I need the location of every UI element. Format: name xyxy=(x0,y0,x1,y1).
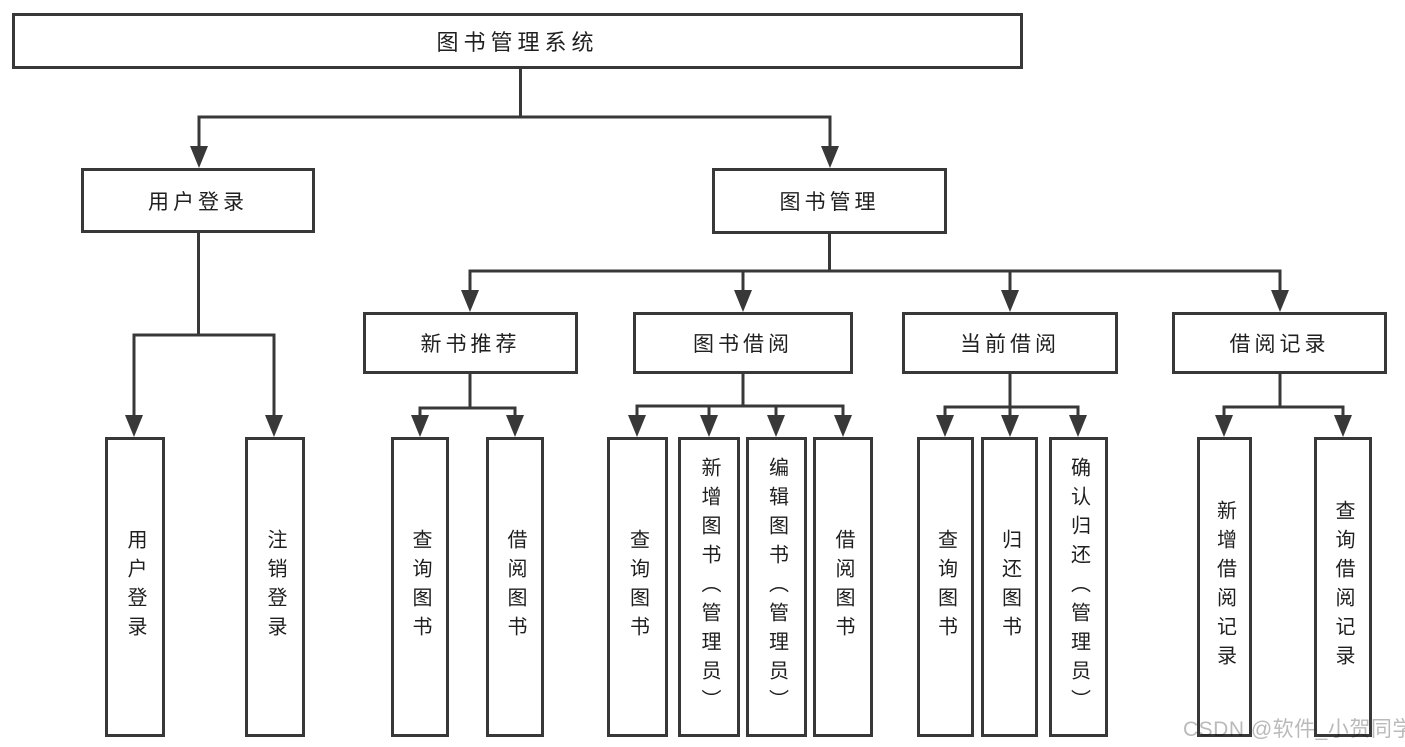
connector-bookmgmt-rail xyxy=(468,269,1282,292)
node-label: 新书推荐 xyxy=(420,333,521,356)
node-label: 归还图书 xyxy=(998,529,1021,645)
node-user-login: 用户登录 xyxy=(81,168,315,233)
leaf-query-borrow-record: 查询借阅记录 xyxy=(1314,437,1372,737)
csdn-watermark: CSDN @软件_小贺同学 xyxy=(1183,718,1405,741)
leaf-query-books-current: 查询图书 xyxy=(917,437,974,737)
node-label: 借阅图书 xyxy=(504,529,526,645)
connector-userlogin-rail xyxy=(132,333,276,415)
leaf-logout: 注销登录 xyxy=(245,437,305,737)
arrow-down-icon xyxy=(936,415,954,437)
connector-newbook-rail xyxy=(418,406,517,416)
leaf-add-books-admin: 新增图书（管理员） xyxy=(678,437,740,737)
node-label: 编辑图书（管理员） xyxy=(765,456,788,718)
leaf-borrow-books: 借阅图书 xyxy=(813,437,873,737)
leaf-return-books: 归还图书 xyxy=(981,437,1038,737)
arrow-down-icon xyxy=(1271,290,1289,312)
connector-borrow-rail xyxy=(635,404,845,416)
arrow-down-icon xyxy=(461,290,479,312)
node-current-borrowing: 当前借阅 xyxy=(902,312,1118,374)
node-label: 查询图书 xyxy=(409,529,431,645)
node-label: 用户登录 xyxy=(124,529,146,645)
node-label: 图书管理 xyxy=(779,191,880,214)
arrow-down-icon xyxy=(1069,415,1087,437)
node-book-borrowing: 图书借阅 xyxy=(633,312,853,374)
leaf-borrow-books-recommend: 借阅图书 xyxy=(486,437,544,737)
arrow-down-icon xyxy=(411,415,429,437)
arrow-down-icon xyxy=(125,415,143,437)
node-label: 图书管理系统 xyxy=(436,30,599,55)
leaf-query-books-borrow: 查询图书 xyxy=(607,437,668,737)
leaf-user-login: 用户登录 xyxy=(105,437,165,737)
leaf-query-books-recommend: 查询图书 xyxy=(391,437,449,737)
arrow-down-icon xyxy=(265,415,283,437)
node-book-management: 图书管理 xyxy=(712,168,947,234)
node-library-management-system: 图书管理系统 xyxy=(12,13,1023,69)
node-new-book-recommendation: 新书推荐 xyxy=(363,312,578,374)
arrow-down-icon xyxy=(1215,415,1233,437)
connector-root-rail xyxy=(197,115,832,148)
arrow-down-icon xyxy=(834,415,852,437)
arrow-down-icon xyxy=(628,415,646,437)
arrow-down-icon xyxy=(767,415,785,437)
node-label: 注销登录 xyxy=(264,529,286,645)
node-label: 用户登录 xyxy=(148,190,248,214)
connector-records-rail xyxy=(1222,405,1345,416)
node-label: 新增图书（管理员） xyxy=(698,456,720,718)
node-label: 借阅记录 xyxy=(1229,333,1330,356)
node-label: 新增借阅记录 xyxy=(1213,500,1236,674)
arrow-down-icon xyxy=(1001,290,1019,312)
arrow-down-icon xyxy=(506,415,524,437)
arrowheads xyxy=(125,146,1352,437)
node-label: 查询借阅记录 xyxy=(1332,500,1354,674)
arrow-down-icon xyxy=(734,290,752,312)
arrow-down-icon xyxy=(821,146,839,168)
node-label: 查询图书 xyxy=(934,529,957,645)
node-label: 图书借阅 xyxy=(693,333,793,356)
node-label: 查询图书 xyxy=(626,529,649,645)
node-label: 当前借阅 xyxy=(960,333,1060,356)
node-label: 确认归还（管理员） xyxy=(1067,456,1090,718)
node-borrowing-records: 借阅记录 xyxy=(1172,312,1387,374)
node-label: 借阅图书 xyxy=(832,529,854,645)
leaf-confirm-return-admin: 确认归还（管理员） xyxy=(1049,437,1108,737)
connector-current-rail xyxy=(943,405,1080,416)
arrow-down-icon xyxy=(700,415,718,437)
leaf-add-borrow-record: 新增借阅记录 xyxy=(1197,437,1252,737)
leaf-edit-books-admin: 编辑图书（管理员） xyxy=(746,437,807,737)
arrow-down-icon xyxy=(190,146,208,168)
arrow-down-icon xyxy=(1001,415,1019,437)
arrow-down-icon xyxy=(1334,415,1352,437)
